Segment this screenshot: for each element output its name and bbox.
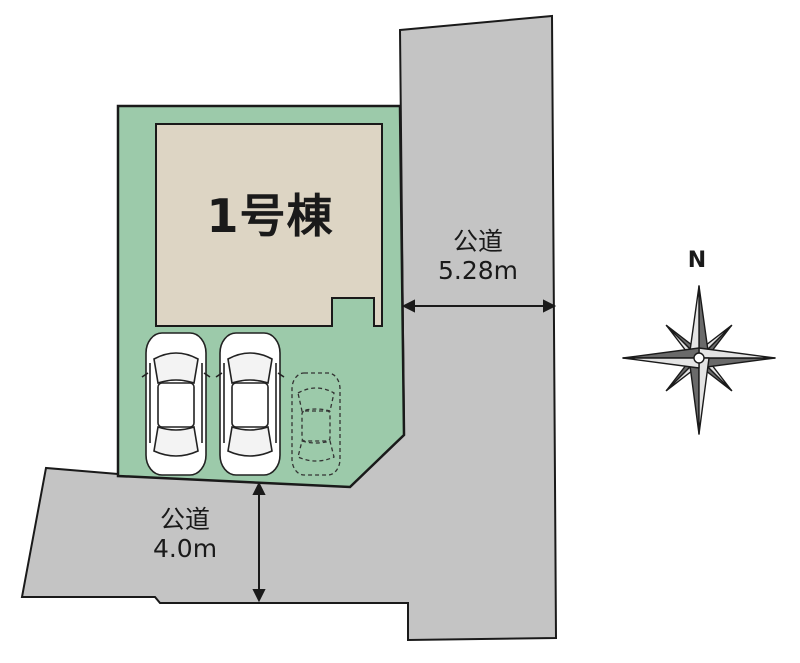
east-road-width-arrow bbox=[401, 299, 557, 313]
south-road-label: 公道 4.0m bbox=[130, 505, 240, 564]
south-road-width: 4.0m bbox=[152, 533, 218, 563]
compass-rose bbox=[622, 285, 776, 435]
east-road-width: 5.28m bbox=[437, 255, 519, 285]
car-solid bbox=[215, 332, 285, 476]
south-road-kind: 公道 bbox=[159, 505, 210, 534]
compass-north-label: N bbox=[687, 248, 707, 273]
car-dashed bbox=[291, 372, 341, 476]
building-footprint bbox=[155, 123, 383, 327]
car-solid bbox=[141, 332, 211, 476]
east-road-kind: 公道 bbox=[452, 227, 503, 256]
building-label: 1号棟 bbox=[206, 189, 334, 243]
south-road-width-arrow bbox=[252, 481, 266, 603]
east-road-label: 公道 5.28m bbox=[418, 227, 538, 286]
